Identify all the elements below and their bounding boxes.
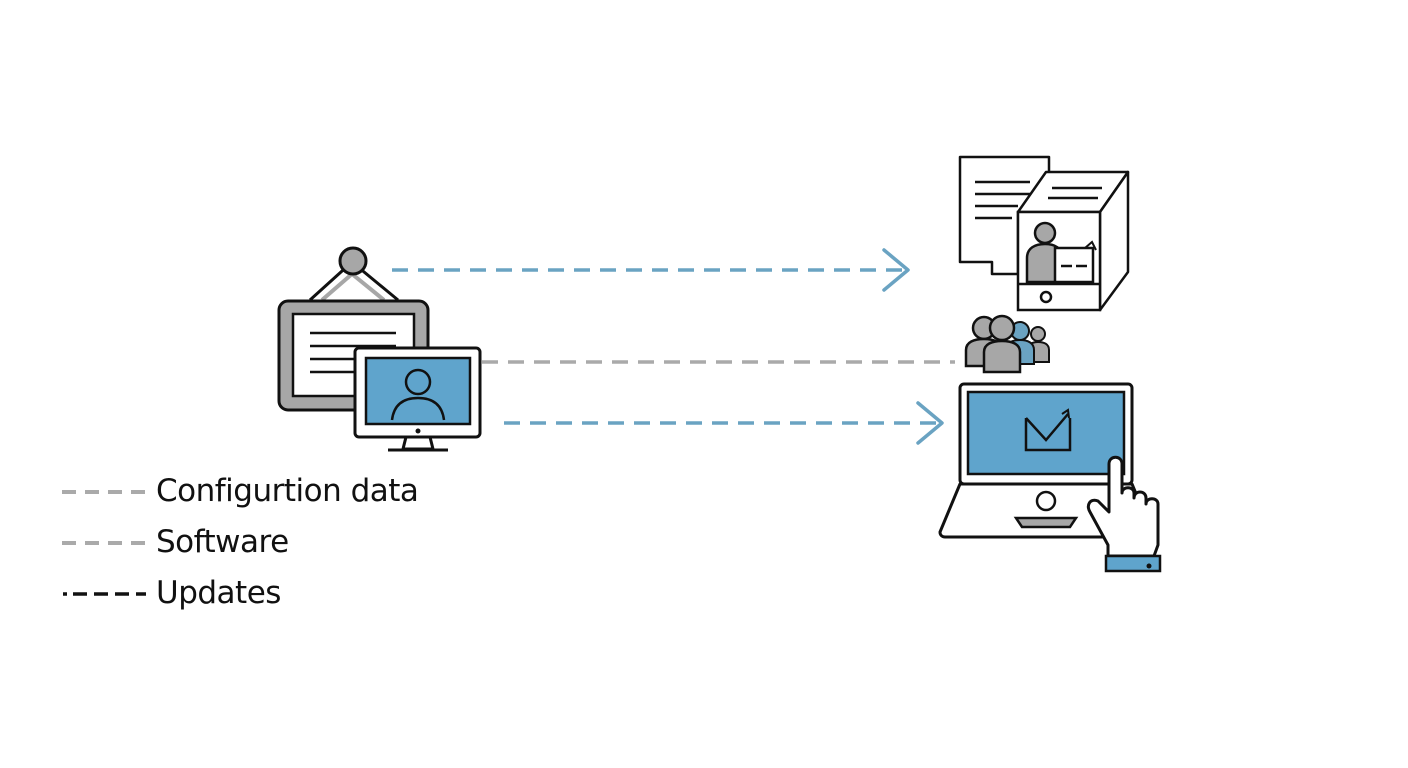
legend: Configurtion data Software Updates <box>60 466 480 619</box>
dashed-gray-line-swatch <box>62 540 146 545</box>
legend-item-software: Software <box>60 517 480 568</box>
connector-updates <box>504 401 944 445</box>
connector-configuration-data <box>392 248 910 292</box>
pointing-hand-icon <box>1086 455 1162 573</box>
user-group-icon <box>964 314 1050 374</box>
legend-label: Software <box>156 524 289 560</box>
legend-item-updates: Updates <box>60 568 480 619</box>
dot-dash-black-line-swatch <box>63 591 146 596</box>
legend-item-configuration-data: Configurtion data <box>60 466 480 517</box>
document-archive-icon <box>958 155 1130 312</box>
dashed-gray-line-swatch <box>62 489 146 494</box>
monitor-user-icon <box>353 346 482 452</box>
legend-label: Updates <box>156 575 281 611</box>
legend-label: Configurtion data <box>156 473 419 509</box>
